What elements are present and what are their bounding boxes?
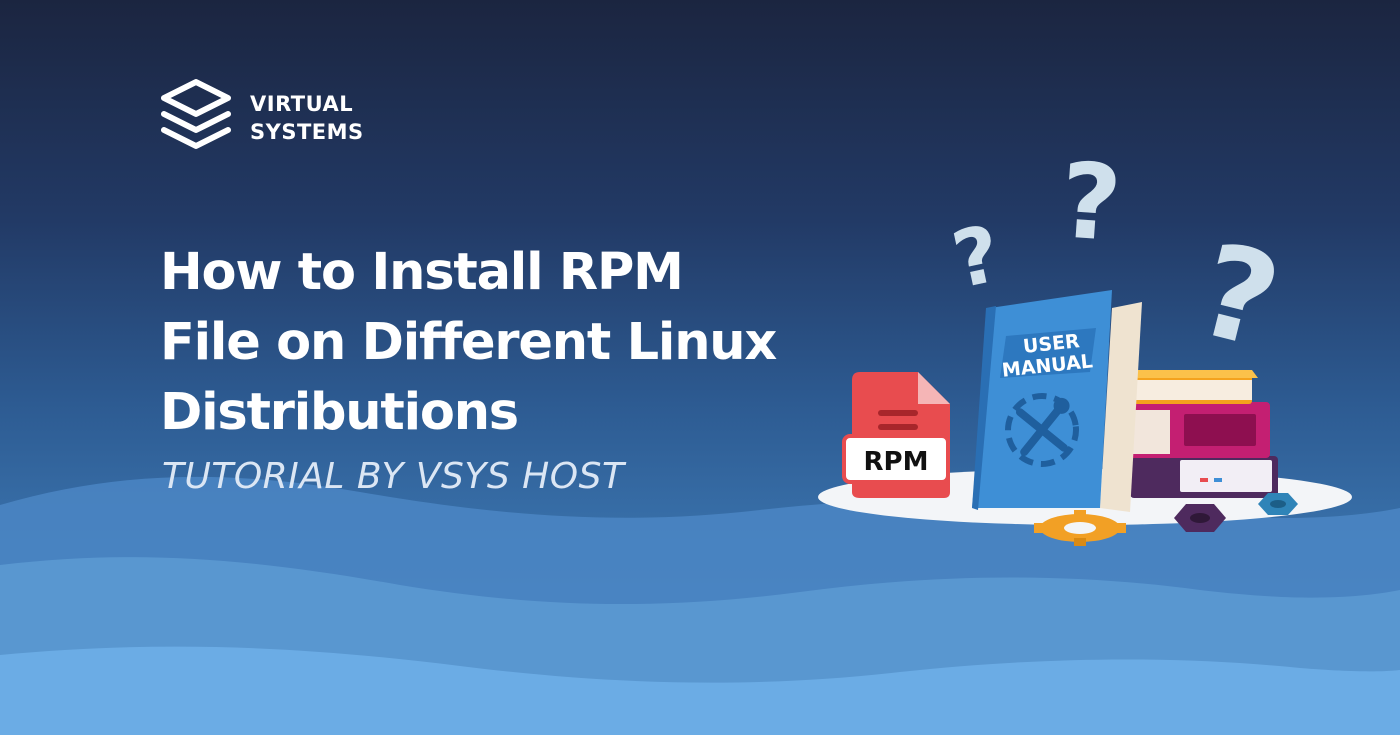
illustration: ? ? ? USER MANUAL <box>818 140 1352 546</box>
user-manual-book: USER MANUAL <box>972 290 1142 512</box>
question-mark-icon: ? <box>945 209 1008 306</box>
question-mark-icon: ? <box>1056 140 1125 265</box>
title-line-3: Distributions <box>160 383 519 442</box>
hex-nut-icon <box>1174 504 1226 532</box>
rpm-badge-label: RPM <box>864 447 929 477</box>
hex-nut-icon <box>1258 493 1298 515</box>
wave-layer-3 <box>0 646 1400 735</box>
brand-name-line1: VIRTUAL <box>250 92 354 116</box>
brand-name-line2: SYSTEMS <box>250 120 364 144</box>
page-title: How to Install RPM File on Different Lin… <box>160 238 840 448</box>
stacked-layers-icon <box>161 79 231 149</box>
subtitle: TUTORIAL BY VSYS HOST <box>162 456 625 497</box>
question-mark-icon: ? <box>1185 216 1293 379</box>
gear-icon <box>1034 510 1126 546</box>
book-stack <box>1126 370 1278 498</box>
wrench-screwdriver-icon <box>1005 393 1079 467</box>
title-line-2: File on Different Linux <box>160 313 777 372</box>
title-line-1: How to Install RPM <box>160 243 684 302</box>
brand-name: VIRTUAL SYSTEMS <box>250 90 364 146</box>
rpm-file-icon: RPM <box>842 372 950 498</box>
